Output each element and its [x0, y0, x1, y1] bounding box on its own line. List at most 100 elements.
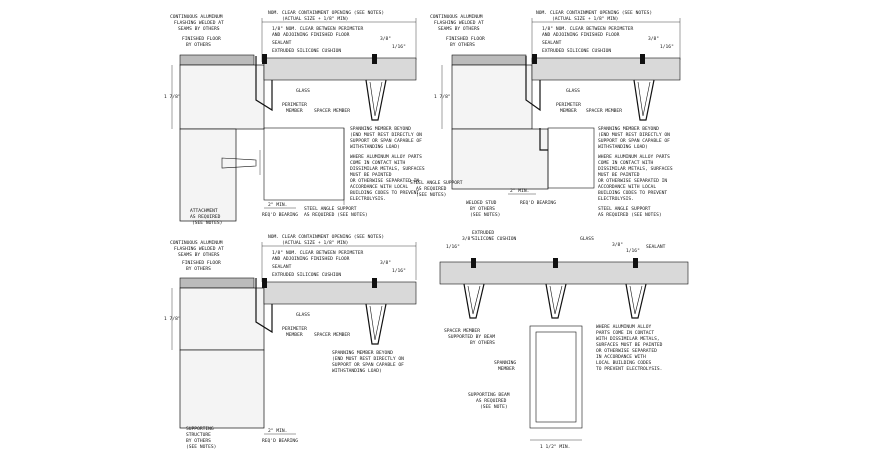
clear-opening-label: NOM. CLEAR CONTAINMENT OPENING (SEE NOTE… [268, 10, 384, 16]
aluminum-note-5: OR OTHERWISE SEPARATED IN [598, 178, 667, 184]
perimeter-label-2: MEMBER [286, 108, 303, 114]
steel-angle-label-1: STEEL ANGLE SUPPORT [304, 206, 357, 212]
clearance-label-2: AND ADJOINING FINISHED FLOOR [272, 32, 350, 38]
aluminum-note-4: MUST BE PAINTED [350, 172, 392, 178]
flashing-label-2: FLASHING WELDED AT [174, 246, 224, 252]
spanning-label-1: SPANNING MEMBER BEYOND [332, 350, 393, 356]
aluminum-note-8: ELECTROLYSIS. [350, 196, 386, 202]
cushion-label-2: SILICONE CUSHION [472, 236, 516, 242]
spacer-label-3: BY OTHERS [470, 340, 495, 346]
spacer-label: SPACER MEMBER [586, 108, 622, 114]
dim-small-1: 3/8" [380, 260, 391, 266]
aluminum-note-3: DISSIMILAR METALS, SURFACES [350, 166, 425, 172]
welded-stud-1: WELDED STUD [466, 200, 497, 206]
sealant-label: SEALANT [646, 244, 666, 250]
dim-small-2: 1/16" [392, 268, 406, 274]
finished-floor [179, 54, 255, 66]
req-bearing-label: REQ'D BEARING [520, 200, 556, 206]
flashing-label-2: FLASHING WELDED AT [434, 20, 484, 26]
spanning-label-2: (END MUST REST DIRECTLY ON [598, 132, 670, 138]
concrete-slab [451, 64, 533, 130]
req-bearing-label: REQ'D BEARING [262, 438, 298, 444]
spanning-member [547, 127, 595, 189]
aluminum-note-3: DISSIMILAR METALS, SURFACES [598, 166, 673, 172]
aluminum-note-1: WHERE ALUMINUM ALLOY PARTS [598, 154, 670, 160]
aluminum-note-7: BUILDING CODES TO PREVENT [598, 190, 667, 196]
clearance-label-2: AND ADJOINING FINISHED FLOOR [272, 256, 350, 262]
perimeter-label-2: MEMBER [286, 332, 303, 338]
cushion-label: EXTRUDED SILICONE CUSHION [542, 48, 611, 54]
min-dimension: 2" MIN. [268, 202, 287, 208]
aluminum-note-4: SURFACES MUST BE PAINTED [596, 342, 663, 348]
spacer-label-1: SPACER MEMBER [444, 328, 480, 334]
detail-b: NOM. CLEAR CONTAINMENT OPENING (SEE NOTE… [410, 10, 681, 218]
sealant-label: SEALANT [272, 40, 292, 46]
actual-size-label: (ACTUAL SIZE + 1/8" MIN) [282, 16, 348, 22]
spanning-label-3: SUPPORT OR SPAN CAPABLE OF [598, 138, 670, 144]
spanning-label-3: SUPPORT OR SPAN CAPABLE OF [332, 362, 404, 368]
spanning-label-4: WITHSTANDING LOAD) [332, 368, 382, 374]
spanning-label-3: SUPPORT OR SPAN CAPABLE OF [350, 138, 422, 144]
perimeter-label-1: PERIMETER [282, 102, 307, 108]
dim-right-1: 3/8" [612, 242, 623, 248]
spacer-member-center [545, 283, 567, 319]
actual-size-label: (ACTUAL SIZE + 1/8" MIN) [552, 16, 618, 22]
spanning-label-2: (END MUST REST DIRECTLY ON [350, 132, 422, 138]
concrete-slab [179, 287, 265, 351]
concrete-wall [179, 128, 237, 222]
glass-label: GLASS [296, 88, 310, 94]
aluminum-note-4: MUST BE PAINTED [598, 172, 640, 178]
spanning-label-4: WITHSTANDING LOAD) [598, 144, 648, 150]
finished-floor-label-1: FINISHED FLOOR [182, 260, 221, 266]
dim-small-1: 3/8" [380, 36, 391, 42]
aluminum-note-8: TO PREVENT ELECTROLYSIS. [596, 366, 662, 372]
glass-panel [531, 57, 681, 81]
bottom-dimension: 1 1/2" MIN. [540, 444, 570, 450]
attachment-anchor [221, 157, 257, 169]
supporting-label-3: BY OTHERS [186, 438, 211, 444]
clearance-label-1: 1/8" NOM. CLEAR BETWEEN PERIMETER [272, 26, 364, 32]
flashing-label-3: SEAMS BY OTHERS [178, 26, 220, 32]
spanning-label-4: WITHSTANDING LOAD) [350, 144, 400, 150]
spacer-member [365, 303, 387, 345]
vertical-dimension: 1 7/8" [434, 94, 451, 100]
spanning-label-2: (END MUST REST DIRECTLY ON [332, 356, 404, 362]
spacer-member-left [463, 283, 485, 319]
dim-right-2: 1/16" [626, 248, 640, 254]
steel-angle [539, 128, 548, 151]
sealant-label: SEALANT [542, 40, 562, 46]
perimeter-label-2: MEMBER [560, 108, 577, 114]
finished-floor [451, 54, 527, 66]
glass-panel [439, 261, 689, 285]
perimeter-label-1: PERIMETER [556, 102, 581, 108]
aluminum-note-6: ACCORDANCE WITH LOCAL [350, 184, 408, 190]
steel-angle-label-1: STEEL ANGLE SUPPORT [598, 206, 651, 212]
vertical-dimension: 1 7/8" [164, 316, 181, 322]
glass-label: GLASS [566, 88, 580, 94]
attachment-label-2: AS REQUIRED [190, 214, 221, 220]
aluminum-note-6: IN ACCORDANCE WITH [596, 354, 646, 360]
aluminum-note-5: OR OTHERWISE SEPARATED IN [350, 178, 419, 184]
supporting-label-4: (SEE NOTES) [186, 444, 216, 450]
attachment-label-3: (SEE NOTES) [192, 220, 222, 226]
aluminum-note-1: WHERE ALUMINUM ALLOY PARTS [350, 154, 422, 160]
supporting-beam [529, 325, 583, 429]
detail-a: NOM. CLEAR CONTAINMENT OPENING (SEE NOTE… [164, 10, 425, 226]
spacer-member [633, 79, 655, 121]
clear-opening-label: NOM. CLEAR CONTAINMENT OPENING (SEE NOTE… [268, 234, 384, 240]
supporting-label-2: STRUCTURE [186, 432, 211, 438]
aluminum-note-7: LOCAL BUILDING CODES [596, 360, 652, 366]
cushion-label: EXTRUDED SILICONE CUSHION [272, 272, 341, 278]
perimeter-label-1: PERIMETER [282, 326, 307, 332]
spacer-label-2: SUPPORTED BY BEAM [448, 334, 495, 340]
finished-floor-label-2: BY OTHERS [186, 42, 211, 48]
finished-floor-label-1: FINISHED FLOOR [182, 36, 221, 42]
spacer-label: SPACER MEMBER [314, 332, 350, 338]
beam-label-3: (SEE NOTE) [480, 404, 508, 410]
spacer-label: SPACER MEMBER [314, 108, 350, 114]
perimeter-member [255, 278, 273, 334]
steel-angle-left-2: AS REQUIRED [416, 186, 447, 192]
supporting-label-1: SUPPORTING [186, 426, 214, 432]
clearance-label-1: 1/8" NOM. CLEAR BETWEEN PERIMETER [272, 250, 364, 256]
